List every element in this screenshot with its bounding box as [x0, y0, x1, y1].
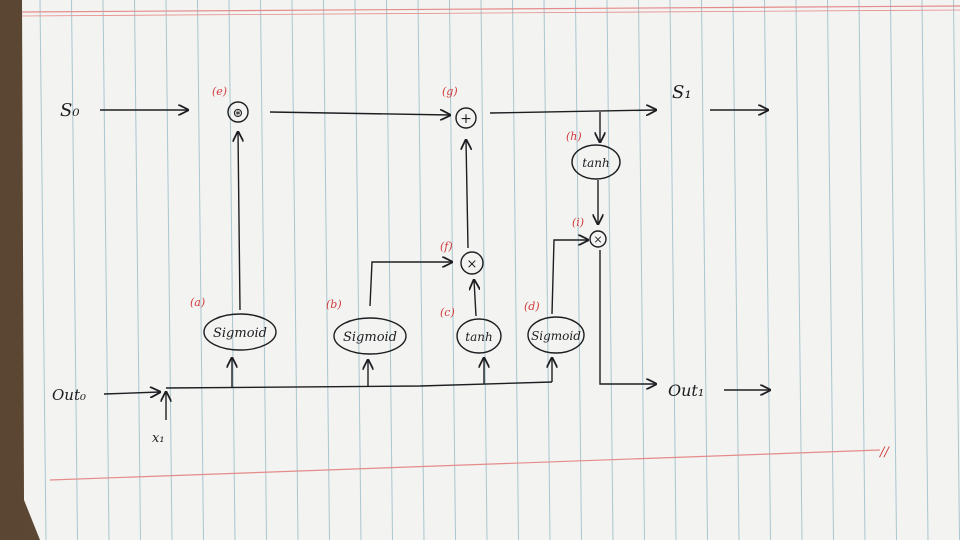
ruled-line	[480, 0, 488, 540]
out0-in-arrow	[103, 392, 160, 394]
op-i-circle	[589, 230, 607, 248]
ruled-line	[575, 0, 582, 540]
output-out-label: Out₁	[668, 381, 704, 400]
gate-h-label: tanh	[582, 156, 609, 170]
gate-a-ellipse	[203, 313, 277, 351]
ruled-line	[260, 0, 267, 540]
ruled-line	[71, 0, 78, 540]
gate-h-tag: (h)	[566, 130, 582, 143]
op-g-symbol: +	[460, 111, 472, 127]
b-to-f-arrow	[369, 262, 452, 307]
input-bus	[165, 381, 553, 389]
i-to-out1-arrow	[599, 250, 656, 384]
ruled-line	[638, 0, 645, 540]
ruled-line	[134, 0, 141, 540]
ruled-line	[701, 0, 708, 540]
c-to-f-arrow	[474, 280, 476, 317]
op-g: + (g)	[442, 85, 477, 129]
ruled-line	[228, 0, 236, 540]
ruled-line	[197, 0, 204, 540]
gate-c: tanh (c)	[440, 306, 502, 354]
op-i: × (i)	[572, 216, 607, 248]
op-g-tag: (g)	[442, 85, 458, 98]
gate-c-label: tanh	[465, 330, 492, 344]
gate-b-ellipse	[333, 317, 407, 355]
op-e: ⊛ (e)	[212, 85, 249, 123]
d-to-i-arrow	[551, 240, 588, 315]
ruled-line	[795, 0, 803, 540]
gate-d-ellipse	[527, 316, 585, 354]
op-i-tag: (i)	[572, 216, 584, 229]
ruled-line	[39, 0, 47, 540]
ruled-line	[890, 0, 897, 540]
ruled-line	[827, 0, 834, 540]
ruled-line	[669, 0, 677, 540]
op-e-tag: (e)	[212, 85, 227, 98]
gate-a-label: Sigmoid	[213, 326, 267, 341]
ruled-line	[323, 0, 330, 540]
op-f-tag: (f)	[440, 240, 453, 253]
state-in-label: S₀	[60, 100, 80, 121]
gate-d-tag: (d)	[524, 300, 540, 313]
input-label: x₁	[152, 431, 165, 446]
gate-b-label: Sigmoid	[343, 330, 397, 345]
a-to-e-arrow	[238, 132, 240, 311]
top-margin-line-2	[21, 9, 960, 17]
ruled-lines	[39, 0, 960, 540]
op-f: × (f)	[440, 240, 484, 275]
gate-d: Sigmoid (d)	[524, 300, 585, 354]
f-to-g-arrow	[466, 140, 468, 249]
ruled-line	[417, 0, 425, 540]
g-to-s1-arrow	[489, 110, 656, 113]
state-out-label: S₁	[672, 82, 692, 103]
gate-a-tag: (a)	[190, 296, 205, 309]
op-g-circle	[455, 107, 477, 129]
ruled-line	[165, 0, 173, 540]
gate-d-label: Sigmoid	[531, 329, 581, 343]
ruled-line	[354, 0, 362, 540]
ruled-line	[386, 0, 393, 540]
ruled-line	[543, 0, 551, 540]
ruled-line	[606, 0, 614, 540]
ruled-line	[102, 0, 110, 540]
top-margin-line	[21, 5, 960, 13]
op-e-symbol: ⊛	[233, 106, 244, 121]
ruled-line	[764, 0, 771, 540]
end-mark: //	[878, 445, 890, 460]
gate-c-ellipse	[456, 318, 502, 354]
op-f-symbol: ×	[467, 257, 478, 272]
ruled-line	[291, 0, 299, 540]
op-i-symbol: ×	[593, 233, 602, 246]
ruled-line	[512, 0, 519, 540]
ruled-line	[732, 0, 740, 540]
bottom-margin-line	[49, 449, 881, 481]
e-to-g-arrow	[269, 112, 450, 115]
gate-b-tag: (b)	[326, 298, 342, 311]
ruled-line	[953, 0, 960, 540]
output-in-label: Out₀	[52, 386, 86, 404]
op-f-circle	[460, 251, 484, 275]
gate-a: Sigmoid (a)	[190, 296, 277, 351]
op-e-circle	[227, 101, 249, 123]
gate-h-ellipse	[571, 144, 621, 180]
gate-h: tanh (h)	[566, 130, 621, 180]
gate-c-tag: (c)	[440, 306, 455, 319]
paper-sheet	[22, 0, 960, 540]
wires	[100, 110, 770, 420]
ruled-line	[449, 0, 456, 540]
ruled-line	[921, 0, 929, 540]
gate-b: Sigmoid (b)	[326, 298, 407, 355]
